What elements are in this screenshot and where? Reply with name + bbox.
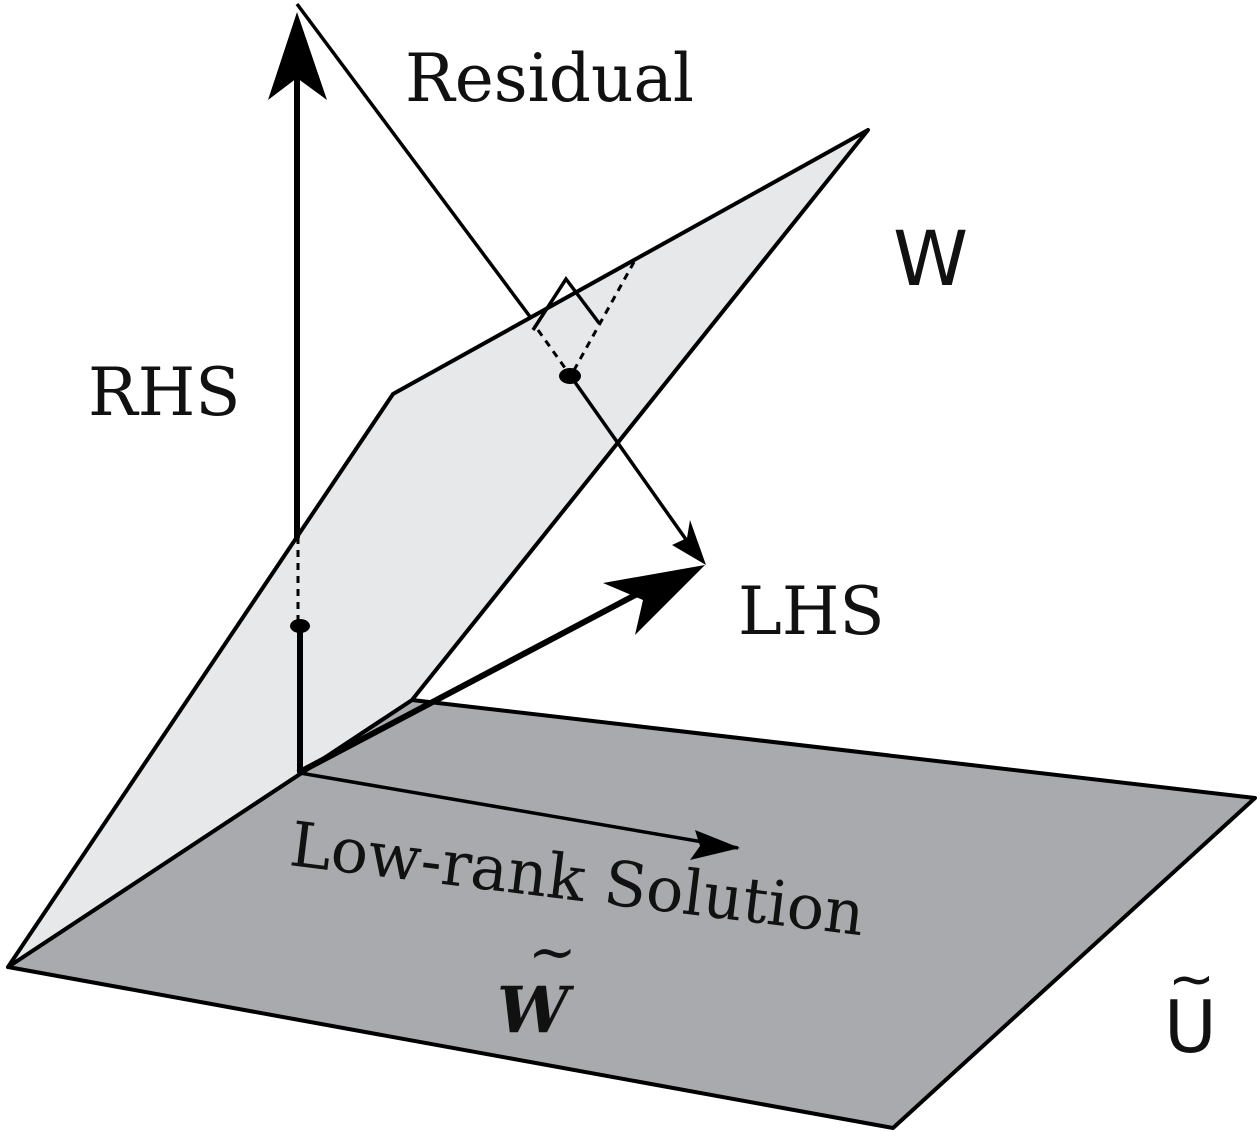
residual-label: Residual: [405, 40, 694, 117]
lhs-arrow: [296, 579, 662, 776]
residual-dashed-segment: [536, 329, 572, 376]
slanted-plane-w: [6, 128, 870, 969]
projection-dotted-line: [571, 261, 636, 373]
w-tilde-label: W: [497, 973, 575, 1048]
u-tilde-mark: ~: [1168, 947, 1215, 1012]
rhs-intersection-dot: [290, 619, 310, 633]
right-angle-marker: [531, 275, 601, 331]
residual-arrowhead: [672, 520, 706, 565]
lhs-arrowhead: [603, 565, 705, 635]
projection-dot: [559, 368, 581, 384]
rhs-arrowhead: [268, 12, 327, 100]
u-plane-label: U: [1164, 985, 1217, 1069]
low-rank-solution-arrow: [299, 771, 739, 850]
w-plane-label: W: [893, 214, 968, 303]
w-tilde-mark: ~: [528, 918, 577, 986]
residual-line-upper: [295, 2, 533, 320]
residual-line-lower: [570, 376, 694, 550]
low-rank-solution-arrowhead: [690, 830, 740, 860]
rhs-label: RHS: [88, 354, 240, 431]
lhs-label: LHS: [738, 573, 885, 650]
